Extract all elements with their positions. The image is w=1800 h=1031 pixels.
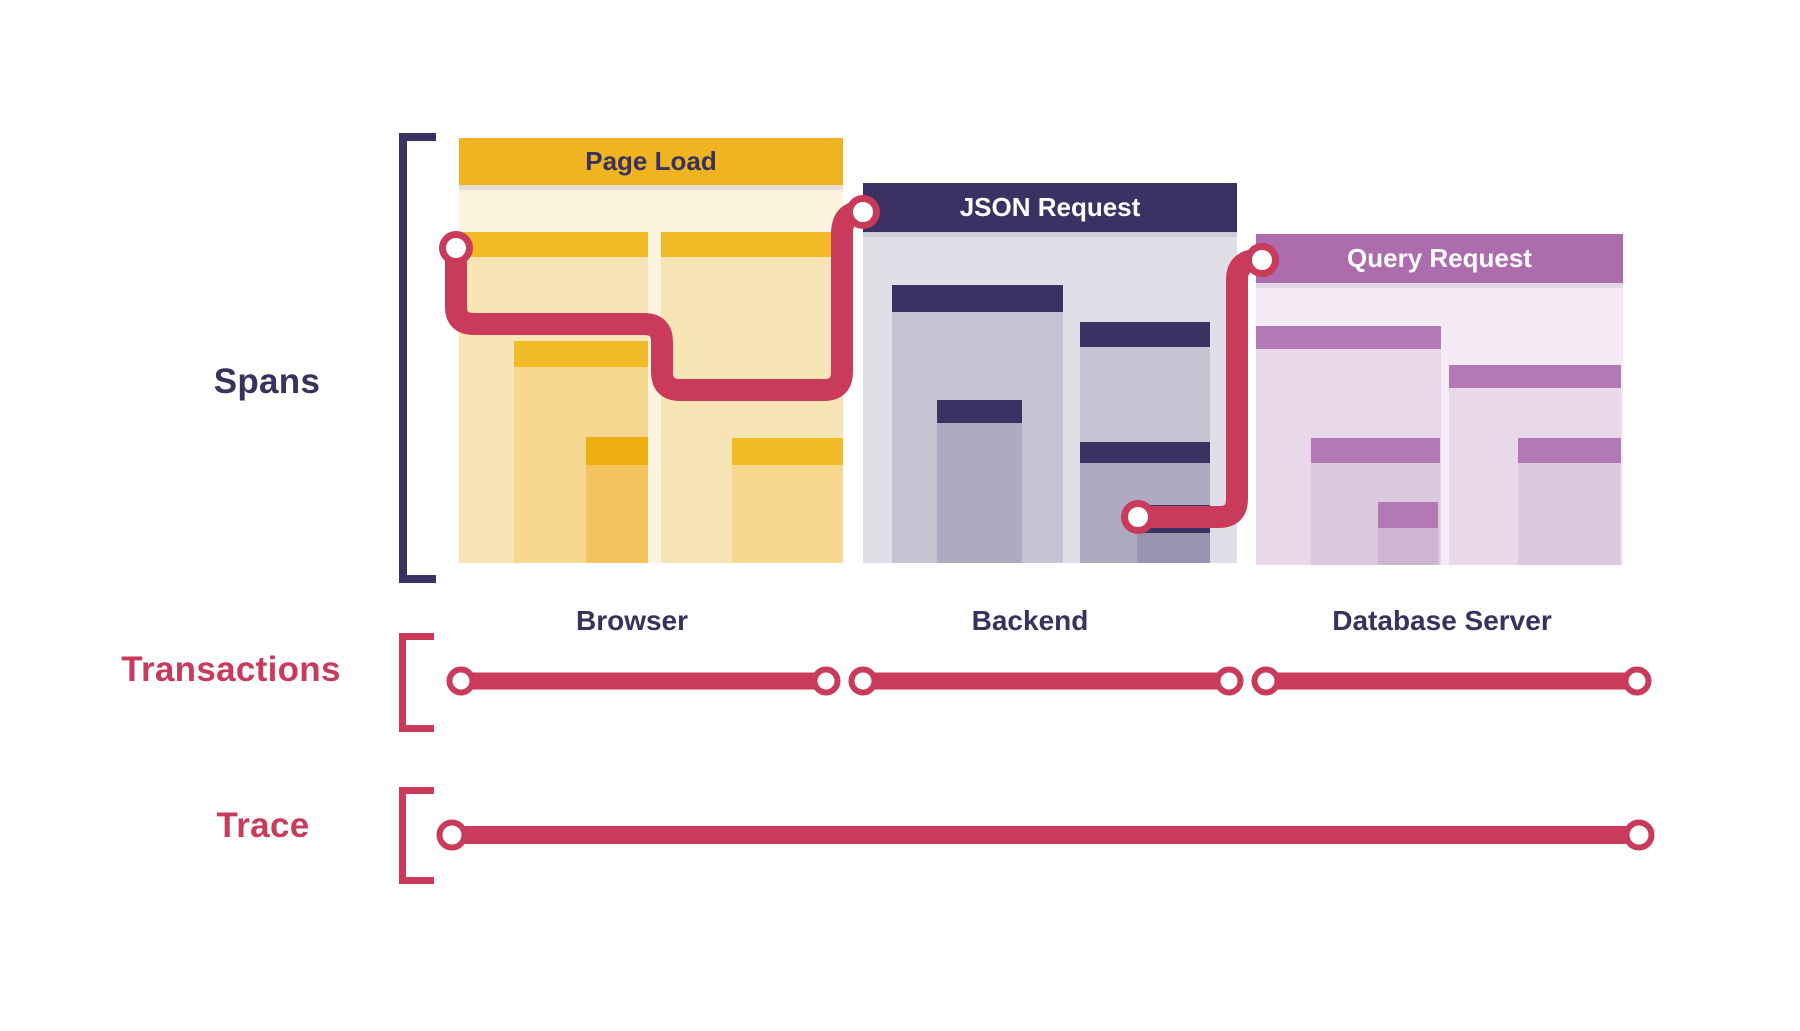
json-request-title: JSON Request xyxy=(959,192,1141,222)
trace-bracket xyxy=(399,787,434,884)
span-header xyxy=(586,437,648,465)
service-label-browser: Browser xyxy=(575,605,689,636)
span-body xyxy=(586,465,648,563)
json-request-header: JSON Request xyxy=(863,183,1237,232)
span-header xyxy=(1311,438,1440,463)
spans-bracket xyxy=(399,133,436,583)
span-body xyxy=(732,465,843,563)
span-header xyxy=(1137,505,1210,533)
transaction-node-icon xyxy=(1622,666,1652,696)
trace-row-label: Trace xyxy=(216,806,310,845)
transactions-bracket xyxy=(399,633,434,732)
transaction-node-icon xyxy=(1251,666,1281,696)
trace-node-icon xyxy=(1623,819,1655,851)
span-block xyxy=(732,438,843,563)
trace-node-icon xyxy=(436,819,468,851)
span-block xyxy=(1378,502,1438,565)
query-request-title: Query Request xyxy=(1347,243,1532,273)
span-block xyxy=(1518,438,1621,565)
span-header xyxy=(1080,322,1210,347)
span-header xyxy=(937,400,1022,423)
span-body xyxy=(937,423,1022,563)
transaction-node-icon xyxy=(446,666,476,696)
span-header xyxy=(459,232,648,257)
span-header xyxy=(514,341,648,367)
span-header xyxy=(1378,502,1438,528)
service-label-backend: Backend xyxy=(971,605,1089,636)
spans-row-label: Spans xyxy=(213,362,321,401)
span-header xyxy=(1518,438,1621,463)
span-header xyxy=(1080,442,1210,463)
panel-json-request: JSON Request xyxy=(863,183,1237,563)
span-header xyxy=(1256,326,1441,349)
query-request-header: Query Request xyxy=(1256,234,1623,283)
transactions-row-label: Transactions xyxy=(121,650,341,689)
span-header xyxy=(732,438,843,465)
span-block xyxy=(1137,505,1210,563)
span-body xyxy=(1378,528,1438,565)
page-load-header: Page Load xyxy=(459,138,843,185)
span-body xyxy=(1518,463,1621,565)
span-block xyxy=(586,437,648,563)
span-body xyxy=(1137,533,1210,563)
span-header xyxy=(892,285,1063,312)
span-header xyxy=(661,232,843,257)
panel-page-load: Page Load xyxy=(459,138,843,563)
transaction-node-icon xyxy=(848,666,878,696)
span-header xyxy=(1449,365,1621,388)
page-load-title: Page Load xyxy=(585,146,717,176)
panel-query-request: Query Request xyxy=(1256,234,1623,565)
transaction-node-icon xyxy=(811,666,841,696)
span-block xyxy=(937,400,1022,563)
transaction-node-icon xyxy=(1214,666,1244,696)
service-label-database-server: Database Server xyxy=(1332,605,1552,636)
